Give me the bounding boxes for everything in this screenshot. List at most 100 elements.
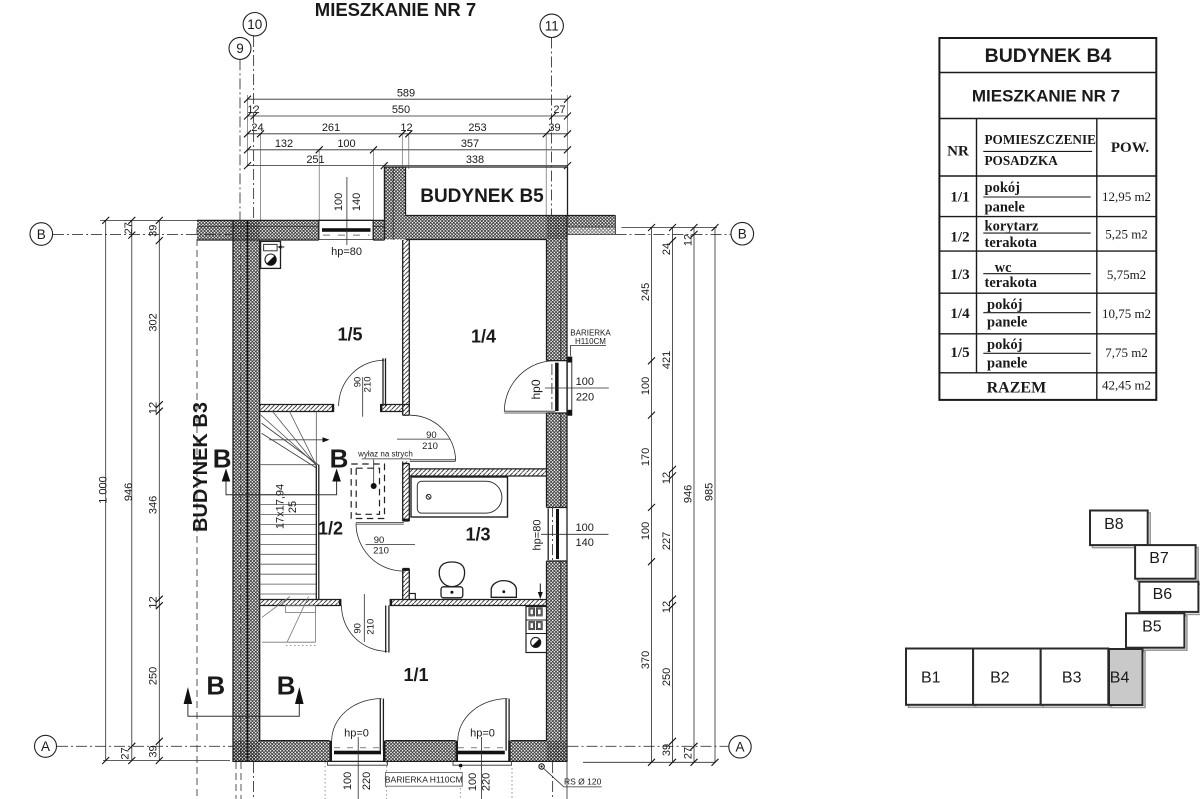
svg-text:1/4: 1/4 bbox=[950, 306, 970, 322]
svg-text:12: 12 bbox=[147, 402, 159, 414]
svg-text:POMIESZCZENIE: POMIESZCZENIE bbox=[985, 132, 1097, 147]
svg-text:hp0: hp0 bbox=[529, 379, 543, 399]
svg-text:7,75 m2: 7,75 m2 bbox=[1105, 345, 1148, 360]
svg-text:hp=0: hp=0 bbox=[470, 727, 495, 739]
svg-text:B: B bbox=[738, 227, 747, 242]
svg-text:220: 220 bbox=[481, 773, 493, 791]
svg-text:25: 25 bbox=[287, 501, 299, 513]
svg-text:RS Ø 120: RS Ø 120 bbox=[564, 777, 602, 787]
svg-text:1/2: 1/2 bbox=[950, 229, 969, 245]
svg-text:90: 90 bbox=[352, 623, 363, 634]
svg-text:250: 250 bbox=[147, 667, 159, 685]
svg-text:27: 27 bbox=[683, 747, 695, 759]
svg-text:90: 90 bbox=[374, 535, 385, 546]
svg-text:korytarz: korytarz bbox=[985, 218, 1040, 234]
svg-text:BUDYNEK B4: BUDYNEK B4 bbox=[985, 45, 1112, 67]
svg-text:1/3: 1/3 bbox=[950, 267, 969, 283]
svg-text:170: 170 bbox=[640, 448, 652, 466]
svg-text:227: 227 bbox=[661, 532, 673, 550]
svg-text:12: 12 bbox=[661, 472, 673, 484]
svg-text:100: 100 bbox=[333, 193, 345, 211]
svg-text:MIESZKANIE NR 7: MIESZKANIE NR 7 bbox=[972, 87, 1120, 106]
svg-text:B: B bbox=[206, 671, 225, 701]
svg-text:BUDYNEK B5: BUDYNEK B5 bbox=[420, 186, 544, 207]
svg-text:421: 421 bbox=[661, 351, 673, 369]
svg-text:hp=80: hp=80 bbox=[531, 520, 543, 551]
svg-text:27: 27 bbox=[553, 104, 565, 116]
svg-text:12: 12 bbox=[400, 122, 412, 134]
svg-text:210: 210 bbox=[422, 441, 438, 452]
svg-text:pokój: pokój bbox=[987, 297, 1022, 313]
svg-text:12: 12 bbox=[147, 596, 159, 608]
svg-text:B: B bbox=[213, 444, 232, 474]
svg-text:946: 946 bbox=[683, 485, 695, 503]
svg-text:1/5: 1/5 bbox=[337, 325, 362, 345]
svg-text:132: 132 bbox=[275, 138, 293, 150]
svg-text:B5: B5 bbox=[1142, 619, 1162, 636]
svg-text:302: 302 bbox=[147, 313, 159, 331]
svg-text:pokój: pokój bbox=[987, 337, 1022, 353]
svg-text:17x17,94: 17x17,94 bbox=[274, 484, 286, 529]
svg-text:panele: panele bbox=[985, 200, 1026, 216]
svg-text:24: 24 bbox=[251, 122, 263, 134]
svg-text:12: 12 bbox=[247, 104, 259, 116]
svg-text:39: 39 bbox=[661, 744, 673, 756]
svg-text:9: 9 bbox=[236, 41, 244, 56]
svg-text:346: 346 bbox=[147, 496, 159, 514]
svg-text:245: 245 bbox=[640, 283, 652, 301]
svg-text:NR: NR bbox=[947, 143, 969, 159]
svg-text:panele: panele bbox=[987, 356, 1028, 372]
svg-text:H110CM: H110CM bbox=[575, 337, 606, 346]
svg-text:357: 357 bbox=[461, 138, 479, 150]
svg-text:5,75m2: 5,75m2 bbox=[1107, 267, 1146, 282]
svg-text:210: 210 bbox=[373, 546, 389, 557]
svg-text:pokój: pokój bbox=[985, 180, 1020, 196]
svg-text:338: 338 bbox=[466, 154, 484, 166]
svg-text:B4: B4 bbox=[1110, 669, 1130, 686]
svg-text:589: 589 bbox=[397, 87, 415, 99]
svg-text:24: 24 bbox=[661, 243, 673, 255]
svg-text:90: 90 bbox=[426, 430, 437, 441]
svg-text:12: 12 bbox=[683, 234, 695, 246]
svg-text:100: 100 bbox=[576, 522, 594, 534]
svg-text:100: 100 bbox=[337, 138, 355, 150]
svg-text:BARIERKA H110CM: BARIERKA H110CM bbox=[385, 775, 463, 785]
svg-text:140: 140 bbox=[576, 537, 594, 549]
svg-text:39: 39 bbox=[147, 745, 159, 757]
svg-text:terakota: terakota bbox=[985, 275, 1038, 291]
svg-text:100: 100 bbox=[640, 377, 652, 395]
svg-text:90: 90 bbox=[353, 377, 364, 388]
svg-text:B8: B8 bbox=[1104, 516, 1124, 533]
svg-text:B7: B7 bbox=[1149, 550, 1169, 567]
svg-text:210: 210 bbox=[363, 376, 374, 392]
svg-text:550: 550 bbox=[392, 104, 410, 116]
svg-text:12: 12 bbox=[661, 601, 673, 613]
svg-text:B: B bbox=[277, 671, 296, 701]
svg-text:100: 100 bbox=[467, 773, 479, 791]
svg-text:261: 261 bbox=[322, 122, 340, 134]
svg-text:terakota: terakota bbox=[985, 235, 1038, 251]
svg-text:42,45 m2: 42,45 m2 bbox=[1102, 377, 1151, 392]
svg-text:250: 250 bbox=[661, 668, 673, 686]
svg-text:1/1: 1/1 bbox=[403, 665, 428, 685]
svg-text:12,95 m2: 12,95 m2 bbox=[1102, 189, 1151, 204]
svg-text:1/4: 1/4 bbox=[471, 327, 496, 347]
svg-text:B: B bbox=[37, 227, 46, 242]
svg-text:253: 253 bbox=[468, 122, 486, 134]
svg-text:39: 39 bbox=[147, 225, 159, 237]
svg-text:210: 210 bbox=[365, 619, 376, 635]
svg-text:B3: B3 bbox=[1062, 669, 1082, 686]
svg-text:A: A bbox=[41, 739, 50, 754]
svg-text:1/3: 1/3 bbox=[465, 525, 490, 545]
svg-text:1 000: 1 000 bbox=[98, 476, 110, 504]
svg-text:B6: B6 bbox=[1153, 586, 1173, 603]
svg-text:RAZEM: RAZEM bbox=[987, 379, 1047, 396]
svg-text:11: 11 bbox=[545, 19, 559, 34]
svg-text:946: 946 bbox=[123, 483, 135, 501]
svg-text:MIESZKANIE NR 7: MIESZKANIE NR 7 bbox=[315, 0, 476, 20]
svg-text:39: 39 bbox=[548, 122, 560, 134]
svg-text:BUDYNEK B3: BUDYNEK B3 bbox=[190, 402, 212, 532]
svg-text:5,25 m2: 5,25 m2 bbox=[1105, 226, 1148, 241]
svg-text:POSADZKA: POSADZKA bbox=[985, 153, 1059, 168]
svg-text:hp=0: hp=0 bbox=[344, 727, 369, 739]
